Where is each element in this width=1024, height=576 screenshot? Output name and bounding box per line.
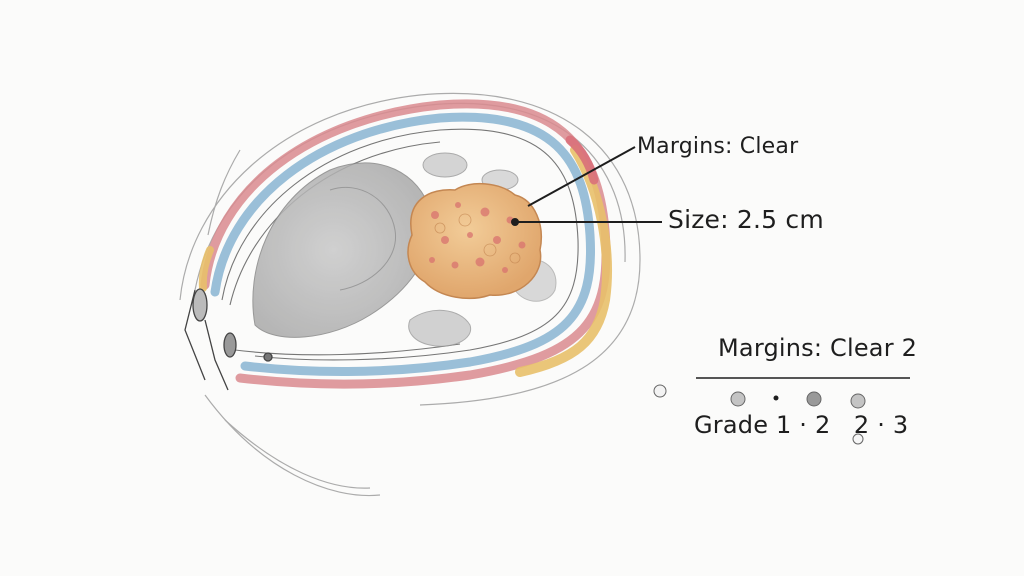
leader-margins [527, 146, 636, 207]
annotation-margins-clear: Margins: Clear [637, 134, 799, 159]
annotation-size: Size: 2.5 cm [668, 205, 824, 234]
annotation-grade-scale: Grade 1 · 2 2 · 3 [694, 411, 909, 439]
tumor-mass [407, 182, 542, 300]
band-yellow-left [198, 246, 214, 292]
grade-scale-markers [653, 384, 866, 445]
annotation-leaders [511, 146, 910, 379]
nipple-area [184, 288, 273, 391]
band-yellow [515, 145, 612, 377]
annotation-margins-clear-2: Margins: Clear 2 [718, 334, 918, 362]
outer-sketch-lines [179, 92, 641, 497]
band-red-right [565, 135, 599, 185]
glandular-tissue [252, 152, 557, 347]
